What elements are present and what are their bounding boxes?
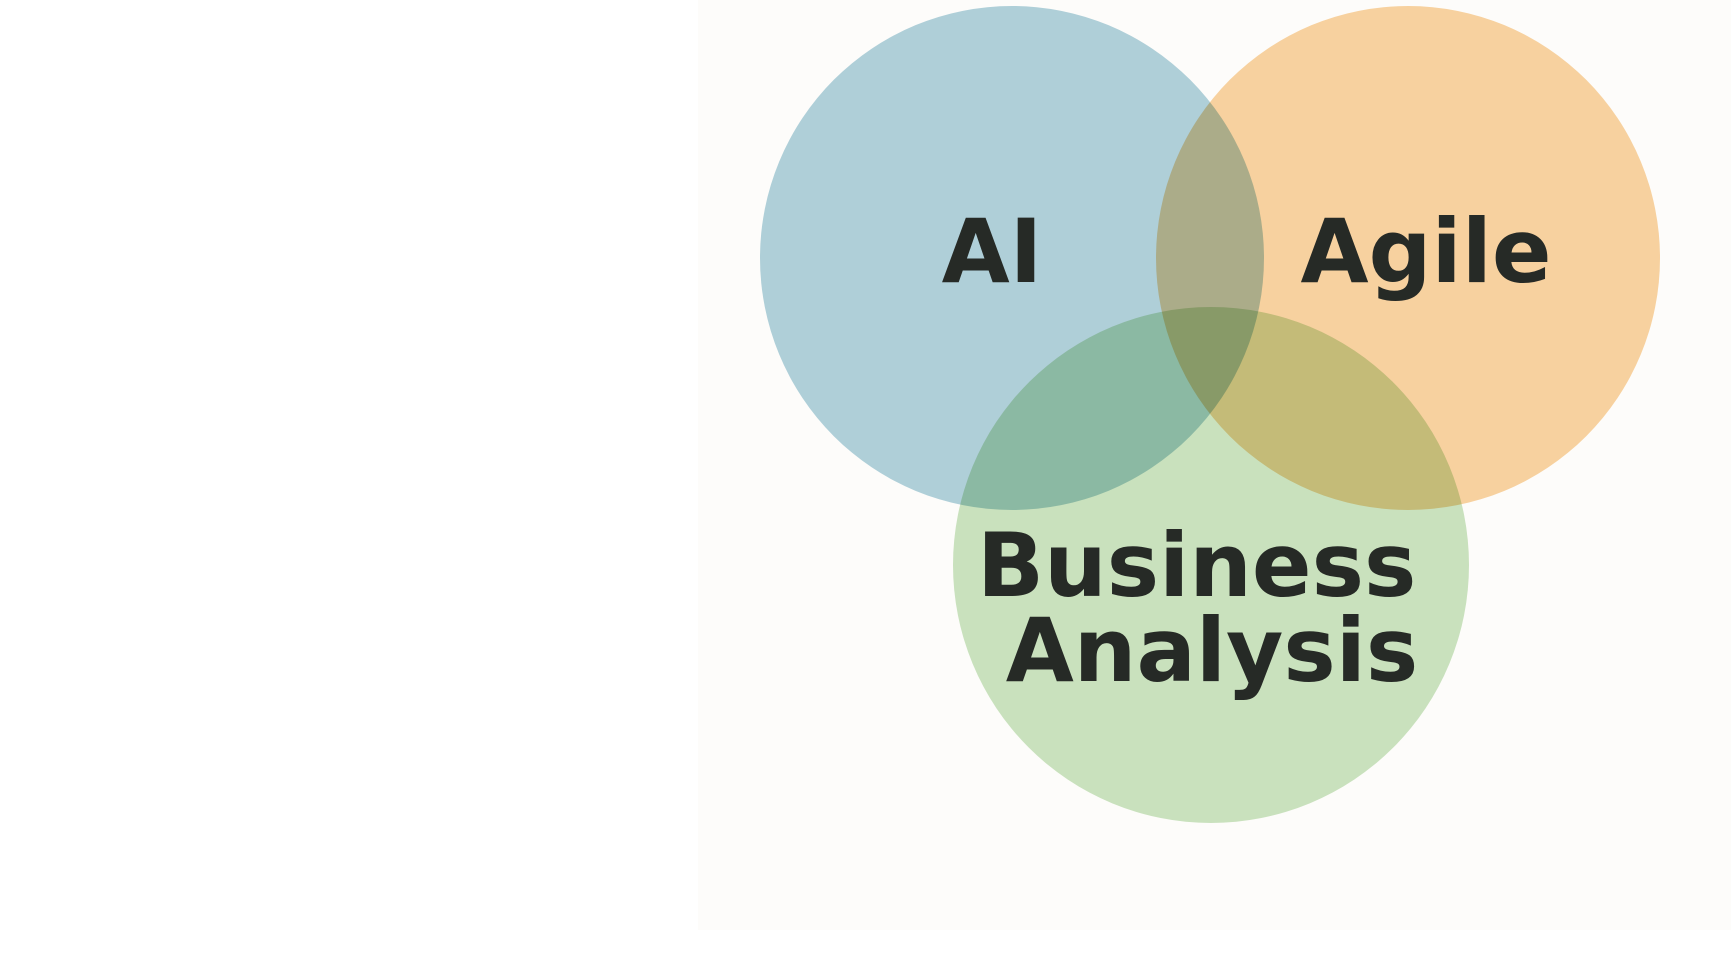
label-business-analysis: Business Analysis (977, 514, 1447, 702)
label-ai: AI (942, 200, 1043, 303)
label-business-analysis-line-2: Analysis (1006, 599, 1419, 702)
circle-business-analysis (953, 307, 1469, 823)
label-agile-line-1: Agile (1300, 200, 1551, 303)
label-ai-line-1: AI (942, 200, 1043, 303)
label-business-analysis-line-1: Business (977, 514, 1416, 617)
label-agile: Agile (1300, 200, 1551, 303)
